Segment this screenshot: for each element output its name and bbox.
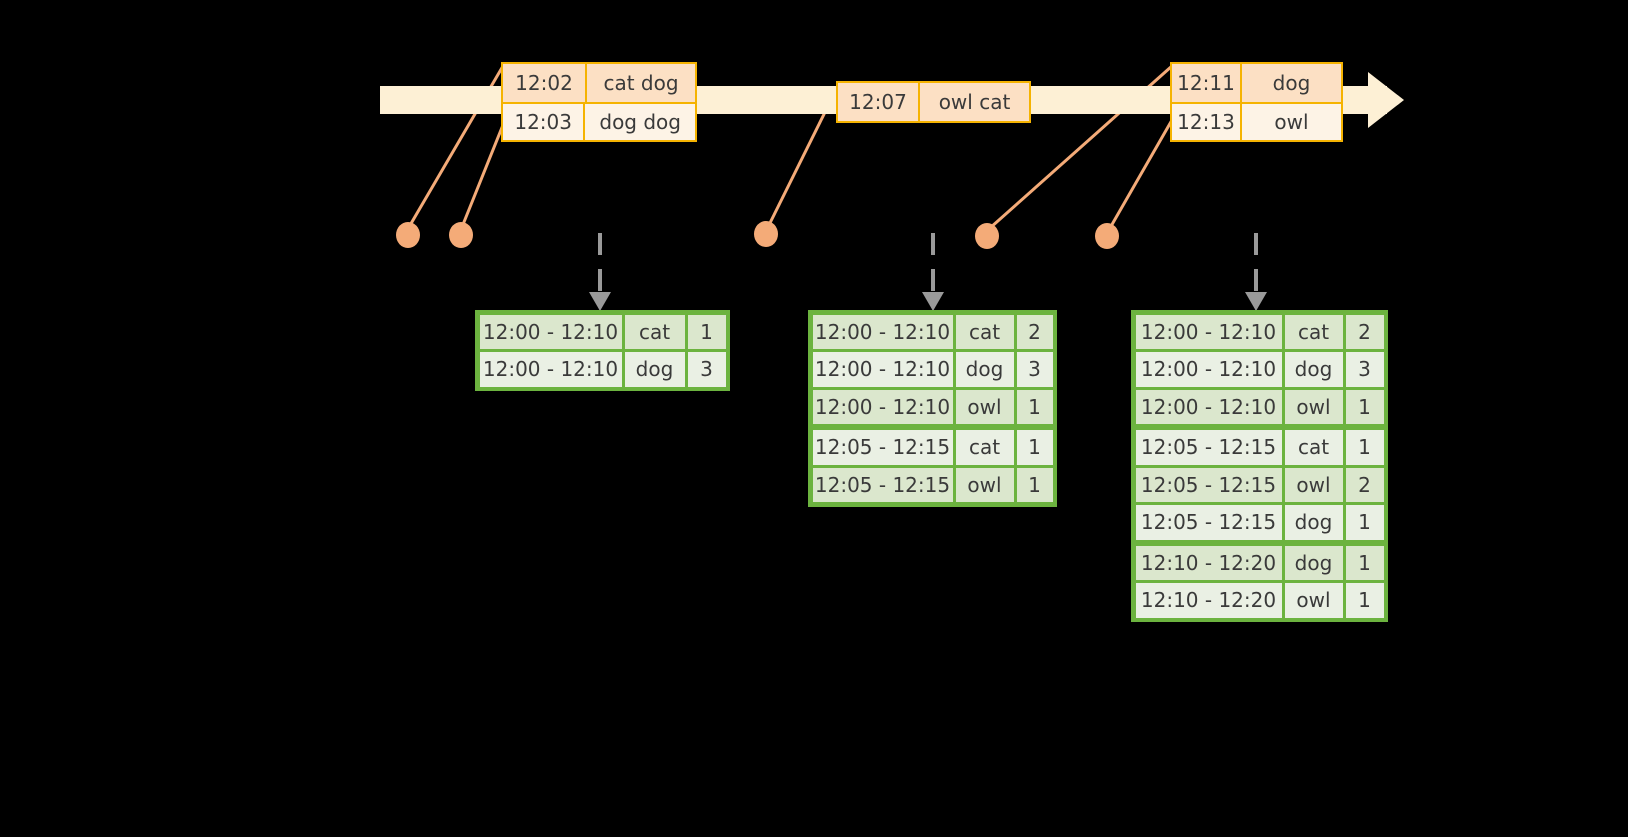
event-value: owl cat [938,90,1011,114]
table-cell-key: owl [955,467,1014,502]
table-cell-count: 1 [1345,389,1384,424]
table-cell-key: dog [1284,505,1343,540]
table-cell-window: 12:05 - 12:15 [1135,467,1282,502]
event-box-2[interactable]: 12:07 owl cat [836,81,1031,123]
event-time: 12:02 [503,64,587,102]
event-dot-2[interactable] [449,222,473,248]
event-time: 12:13 [1172,104,1242,140]
event-row: 12:02 cat dog [503,64,695,102]
table-cell-window: 12:05 - 12:15 [1135,505,1282,540]
table-cell-window: 12:00 - 12:10 [1135,314,1282,349]
table-cell-count: 3 [1016,352,1053,387]
dashed-arrow-2 [922,233,944,311]
table-cell-count: 1 [1016,389,1053,424]
table-cell-window: 12:00 - 12:10 [479,352,622,387]
table-cell-count: 2 [1345,314,1384,349]
timeline-arrowhead-icon [1368,72,1404,128]
table-cell-key: dog [1284,545,1343,580]
table-cell-window: 12:00 - 12:10 [1135,389,1282,424]
event-dot-3[interactable] [754,221,778,247]
table-cell-count: 3 [687,352,726,387]
event-row: 12:13 owl [1172,102,1341,140]
table-cell-count: 2 [1345,467,1384,502]
table-cell-window: 12:05 - 12:15 [1135,430,1282,465]
table-cell-count: 1 [1345,545,1384,580]
table-cell-count: 3 [1345,352,1384,387]
event-dot-4[interactable] [975,223,999,249]
connector-line-5 [1108,119,1174,229]
event-row: 12:03 dog dog [503,102,695,140]
event-box-3[interactable]: 12:11 dog 12:13 owl [1170,62,1343,142]
table-cell-key: cat [955,430,1014,465]
table-cell-key: cat [624,314,685,349]
table-cell-window: 12:00 - 12:10 [812,352,953,387]
table-cell-key: dog [1284,352,1343,387]
table-cell-window: 12:05 - 12:15 [812,467,953,502]
table-cell-window: 12:10 - 12:20 [1135,583,1282,618]
table-cell-count: 1 [1016,467,1053,502]
event-value: dog [1272,71,1311,95]
table-cell-window: 12:05 - 12:15 [812,430,953,465]
table-cell-count: 1 [1345,583,1384,618]
event-value: owl [1274,110,1309,134]
table-cell-count: 1 [1345,430,1384,465]
event-value: cat dog [603,71,679,95]
table-cell-key: dog [624,352,685,387]
event-dot-5[interactable] [1095,223,1119,249]
event-box-1[interactable]: 12:02 cat dog 12:03 dog dog [501,62,697,142]
event-row: 12:11 dog [1172,64,1341,102]
table-cell-window: 12:00 - 12:10 [812,314,953,349]
table-cell-window: 12:00 - 12:10 [479,314,622,349]
table-cell-key: cat [955,314,1014,349]
table-cell-key: owl [1284,389,1343,424]
event-row: 12:07 owl cat [838,83,1029,121]
table-cell-key: owl [1284,583,1343,618]
table-cell-key: cat [1284,430,1343,465]
event-value: dog dog [599,110,681,134]
table-cell-key: dog [955,352,1014,387]
event-dot-1[interactable] [396,222,420,248]
table-cell-window: 12:00 - 12:10 [812,389,953,424]
table-cell-key: owl [955,389,1014,424]
table-cell-window: 12:00 - 12:10 [1135,352,1282,387]
table-cell-window: 12:10 - 12:20 [1135,545,1282,580]
dashed-arrow-3 [1245,233,1267,311]
event-time: 12:11 [1172,64,1242,102]
connector-line-2 [460,119,507,228]
table-cell-count: 1 [687,314,726,349]
dashed-arrow-1 [589,233,611,311]
table-cell-key: cat [1284,314,1343,349]
table-cell-count: 2 [1016,314,1053,349]
event-time: 12:03 [503,104,586,140]
table-cell-key: owl [1284,467,1343,502]
table-cell-count: 1 [1345,505,1384,540]
table-cell-count: 1 [1016,430,1053,465]
event-time: 12:07 [838,83,920,121]
